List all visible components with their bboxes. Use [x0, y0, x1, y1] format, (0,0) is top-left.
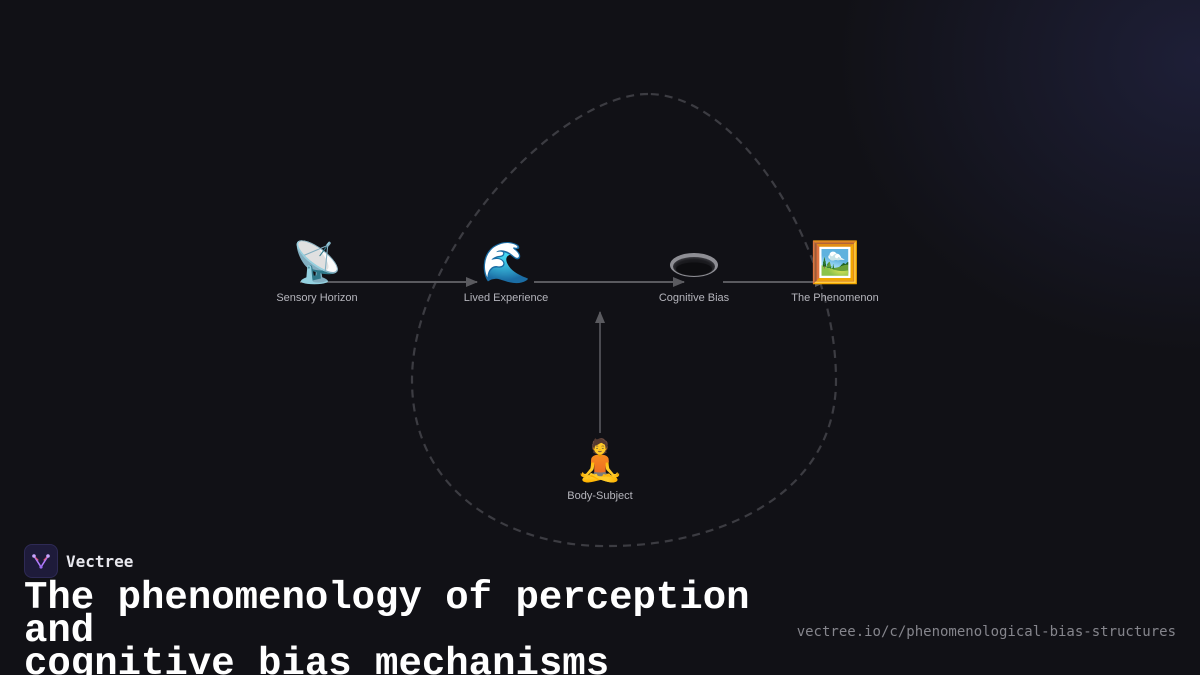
- node-lived-experience: 🌊 Lived Experience: [464, 239, 548, 304]
- node-sensory-horizon: 📡 Sensory Horizon: [276, 237, 357, 304]
- brand-name: Vectree: [66, 551, 134, 571]
- hole-icon: [670, 253, 718, 277]
- page-title: The phenomenology of perception and cogn…: [24, 579, 824, 675]
- boundary-blob: [410, 92, 838, 548]
- node-cognitive-bias: Cognitive Bias: [659, 253, 730, 304]
- person-in-lotus-position-icon: 🧘: [575, 437, 625, 484]
- title-line-1: The phenomenology of perception and: [24, 576, 750, 653]
- title-line-2: cognitive bias mechanisms: [24, 642, 610, 675]
- node-label: Cognitive Bias: [659, 292, 730, 304]
- node-label: Lived Experience: [464, 292, 548, 304]
- node-label: Body-Subject: [567, 490, 632, 502]
- brand: Vectree: [24, 544, 133, 578]
- framed-picture-icon: 🖼️: [810, 239, 860, 286]
- node-the-phenomenon: 🖼️ The Phenomenon: [791, 239, 878, 304]
- satellite-antenna-icon: 📡: [292, 237, 342, 286]
- vectree-logo-icon: [24, 544, 58, 578]
- node-label: The Phenomenon: [791, 292, 878, 304]
- node-label: Sensory Horizon: [276, 292, 357, 304]
- node-body-subject: 🧘 Body-Subject: [567, 437, 632, 502]
- water-wave-icon: 🌊: [481, 239, 531, 286]
- source-url[interactable]: vectree.io/c/phenomenological-bias-struc…: [796, 624, 1176, 640]
